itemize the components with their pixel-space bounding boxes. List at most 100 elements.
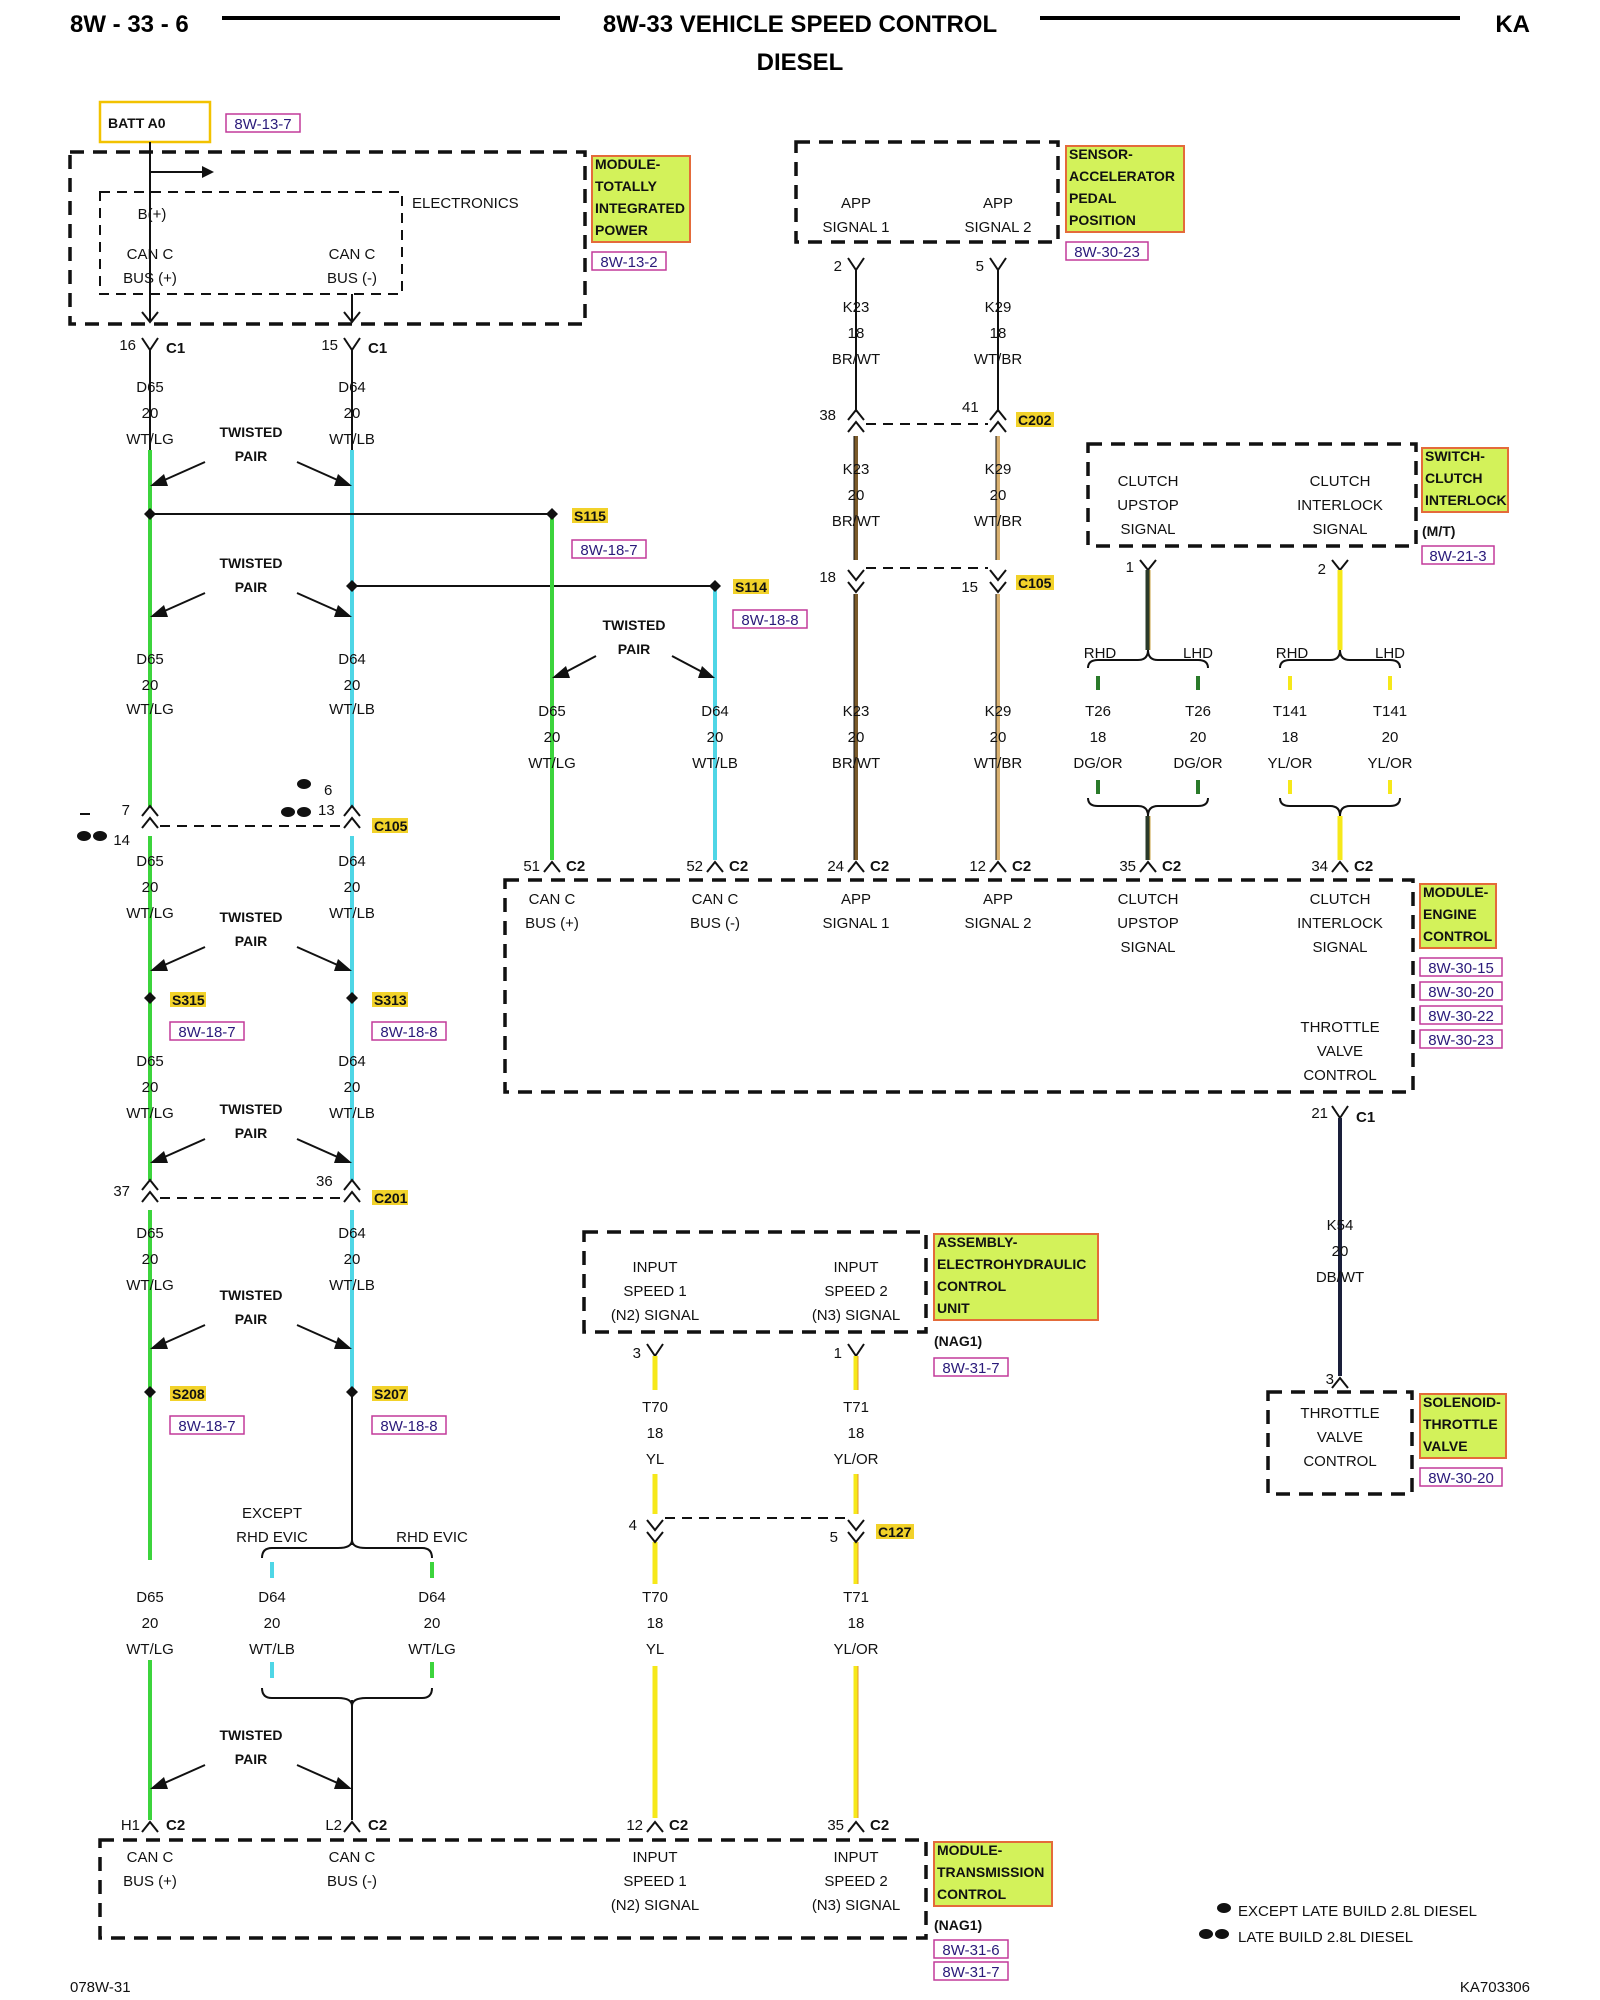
splice-s315-ref[interactable]: 8W-18-7	[178, 1024, 235, 1041]
splice-s114-ref[interactable]: 8W-18-8	[741, 612, 798, 629]
ecm-ref-link[interactable]: 8W-30-22	[1428, 1008, 1494, 1025]
conn-name: C2	[870, 858, 889, 875]
tcm-ref-link[interactable]: 8W-31-7	[942, 1964, 999, 1981]
wire-label: YL/OR	[1267, 755, 1312, 772]
twisted-pair-label: TWISTED	[603, 617, 666, 633]
ecm-pin-label: CAN C	[692, 891, 739, 908]
c127-connector: 4 5 C127	[629, 1517, 914, 1546]
splice-s208-ref[interactable]: 8W-18-7	[178, 1418, 235, 1435]
ehcu-pin2-l2: SPEED 2	[824, 1283, 887, 1300]
ehcu-pin2-l3: (N3) SIGNAL	[812, 1307, 900, 1324]
splice-dot	[144, 1386, 156, 1398]
double-build-icon	[77, 831, 107, 841]
tipm-pin-right-l2: BUS (-)	[327, 270, 377, 287]
ehcu-pin1-l2: SPEED 1	[623, 1283, 686, 1300]
ecm-name-l3: CONTROL	[1423, 928, 1493, 944]
arrow-right-icon	[202, 166, 214, 178]
wire-label: 18	[1282, 729, 1299, 746]
wire-label: 20	[264, 1615, 281, 1632]
wire-label: WT/BR	[974, 513, 1022, 530]
wire-label: 18	[848, 325, 865, 342]
wire-label: D64	[338, 1225, 366, 1242]
c105-app-connector: 18 15 C105	[819, 567, 1054, 596]
wire-label: D65	[136, 853, 164, 870]
twisted-pair-label: PAIR	[235, 448, 267, 464]
wire-label: 20	[344, 1251, 361, 1268]
wire-label: 20	[1190, 729, 1207, 746]
tipm-bplus-label: B(+)	[138, 206, 167, 223]
tipm-pin-right-l1: CAN C	[329, 246, 376, 263]
ehcu-pin1-l3: (N2) SIGNAL	[611, 1307, 699, 1324]
ecm-ref-link[interactable]: 8W-30-20	[1428, 984, 1494, 1001]
ehcu-ref-link[interactable]: 8W-31-7	[942, 1360, 999, 1377]
splice-s207-ref[interactable]: 8W-18-8	[380, 1418, 437, 1435]
splice-dot	[346, 580, 358, 592]
legend-double: LATE BUILD 2.8L DIESEL	[1238, 1929, 1413, 1946]
wire-label: T71	[843, 1399, 869, 1416]
wire-label: 20	[344, 1079, 361, 1096]
build-legend: EXCEPT LATE BUILD 2.8L DIESEL LATE BUILD…	[1199, 1903, 1477, 1946]
option-except-l2: RHD EVIC	[236, 1529, 308, 1546]
ecm-ref-link[interactable]: 8W-30-23	[1428, 1032, 1494, 1049]
app-pin1-l1: APP	[841, 195, 871, 212]
tcm-pin-label: SPEED 2	[824, 1873, 887, 1890]
wire-label: YL	[646, 1641, 664, 1658]
wire-label: T70	[642, 1589, 668, 1606]
wire-label: 20	[142, 1251, 159, 1268]
cav-number: 3	[633, 1345, 641, 1362]
cav-number: 5	[976, 258, 984, 275]
ehcu-name-l2: ELECTROHYDRAULIC	[937, 1256, 1086, 1272]
splice-s115-ref[interactable]: 8W-18-7	[580, 542, 637, 559]
wire-label: D64	[338, 853, 366, 870]
tipm-ref-link[interactable]: 8W-13-2	[600, 254, 657, 271]
ecm-throttle-l1: THROTTLE	[1300, 1019, 1379, 1036]
ecm-throttle-l2: VALVE	[1317, 1043, 1363, 1060]
app-ref-link[interactable]: 8W-30-23	[1074, 244, 1140, 261]
cav-number: 6	[324, 782, 332, 799]
wire-label: 20	[424, 1615, 441, 1632]
tcm-pin-label: CAN C	[329, 1849, 376, 1866]
twisted-pair-label: TWISTED	[220, 424, 283, 440]
wire-label: T71	[843, 1589, 869, 1606]
tcm-pin-label: (N3) SIGNAL	[812, 1897, 900, 1914]
splice-dots	[144, 508, 721, 1398]
c202-connector: 38 41 C202	[819, 399, 1054, 433]
wire-label: WT/LB	[329, 1105, 375, 1122]
solenoid-name-l1: SOLENOID-	[1423, 1394, 1501, 1410]
wire-label: 20	[142, 405, 159, 422]
batt-ref-link[interactable]: 8W-13-7	[234, 116, 291, 133]
wire-label: 20	[990, 729, 1007, 746]
cav-number: 18	[819, 569, 836, 586]
ecm-ref-link[interactable]: 8W-30-15	[1428, 960, 1494, 977]
cav-number: 24	[827, 858, 844, 875]
solenoid-ref-link[interactable]: 8W-30-20	[1428, 1470, 1494, 1487]
ecm-pin-label: APP	[983, 891, 1013, 908]
conn-name: C2	[1354, 858, 1373, 875]
wire-label: WT/LG	[126, 905, 174, 922]
ecm-name-l2: ENGINE	[1423, 906, 1477, 922]
clutch-interlock-switch: CLUTCH UPSTOP SIGNAL CLUTCH INTERLOCK SI…	[1086, 442, 1509, 578]
app-pin2-l2: SIGNAL 2	[965, 219, 1032, 236]
wire-label: K23	[843, 703, 870, 720]
splice-s313-ref[interactable]: 8W-18-8	[380, 1024, 437, 1041]
clutch-ref-link[interactable]: 8W-21-3	[1429, 548, 1486, 565]
wire-label: 20	[544, 729, 561, 746]
wire-label: 20	[142, 1079, 159, 1096]
wire-label: DB/WT	[1316, 1269, 1364, 1286]
can-wire-labels: D65 20 WT/LG D64 20 WT/LB D65 20 WT/LG D…	[126, 379, 738, 1658]
wire-label: WT/LB	[329, 1277, 375, 1294]
clutch-pin1-l1: CLUTCH	[1118, 473, 1179, 490]
tcm-module: CAN C BUS (+) CAN C BUS (-) INPUT SPEED …	[98, 1838, 1053, 1981]
splice-tags: S115 8W-18-7 S114 8W-18-8 S315 8W-18-7 S…	[169, 508, 808, 1435]
batt-label: BATT A0	[108, 115, 166, 131]
tcm-ref-link[interactable]: 8W-31-6	[942, 1942, 999, 1959]
twisted-pair-label: PAIR	[235, 579, 267, 595]
tcm-pin-label: CAN C	[127, 1849, 174, 1866]
cav-number: 52	[686, 858, 703, 875]
ecm-pin-label: INTERLOCK	[1297, 915, 1383, 932]
clutch-wires: RHD LHD RHD LHD T26 18 DG/OR T26 20 DG/O…	[1073, 570, 1413, 860]
ecm-connectors-c2: 51 C2 52 C2 24 C2 12 C2 35 C2 34 C2	[523, 858, 1373, 875]
wire-label: 18	[647, 1615, 664, 1632]
tipm-pin-left-l1: CAN C	[127, 246, 174, 263]
